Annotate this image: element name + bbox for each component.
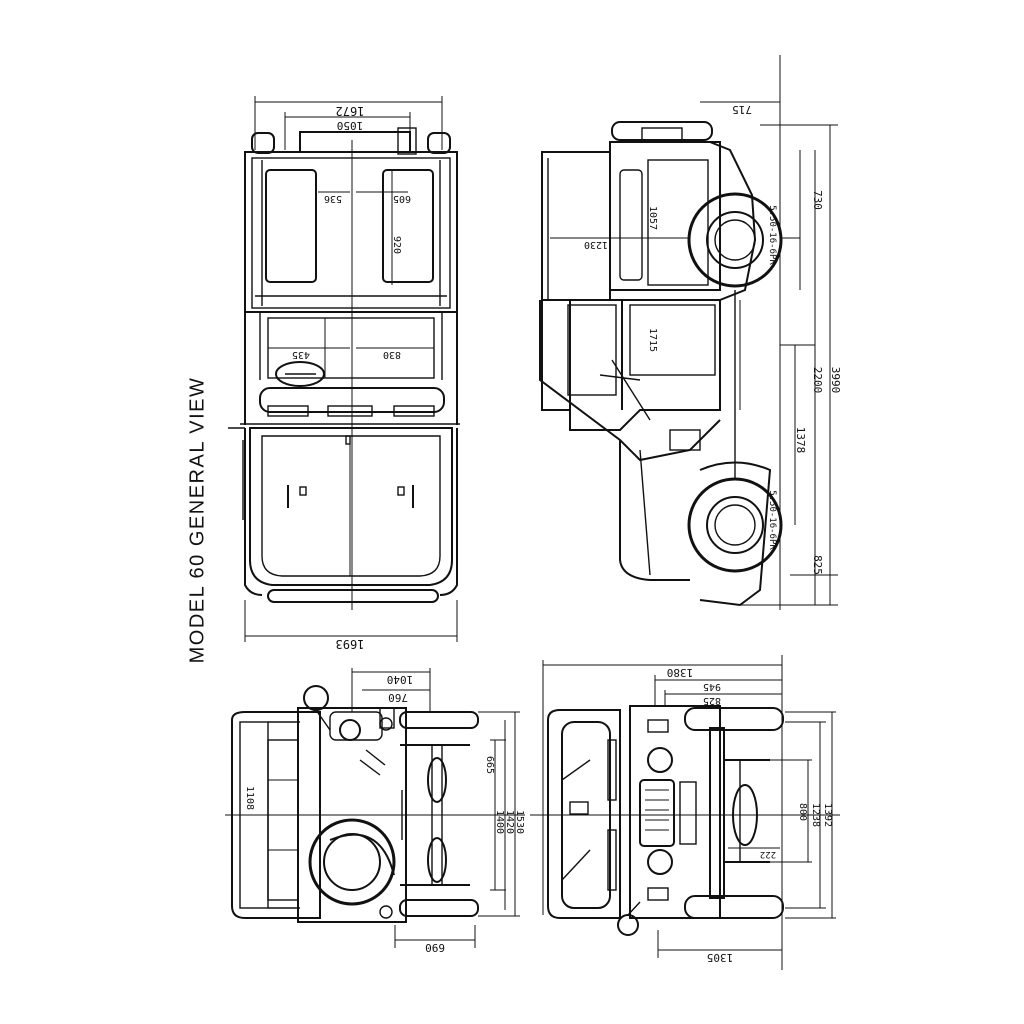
dim-front-1305: 1305 xyxy=(707,951,734,964)
dim-top-605: 605 xyxy=(393,193,411,204)
rear-view: 1040 760 1108 xyxy=(225,668,525,954)
dim-front-222: 222 xyxy=(760,849,776,859)
dim-top-1050: 1050 xyxy=(337,119,364,132)
dim-side-730: 730 xyxy=(811,190,824,210)
dim-side-1715: 1715 xyxy=(647,328,658,352)
dim-side-825: 825 xyxy=(811,555,824,575)
dim-top-920: 920 xyxy=(391,236,402,254)
dim-front-800: 800 xyxy=(797,803,808,821)
dim-front-945: 945 xyxy=(703,681,721,692)
dim-side-tire-rear: 5.50-16-6PR xyxy=(767,205,777,265)
dim-top-1672: 1672 xyxy=(336,104,365,118)
dim-side-1378: 1378 xyxy=(794,427,807,454)
front-view: 1380 945 825 xyxy=(530,655,840,970)
top-view: 1672 1050 536 605 920 435 xyxy=(228,96,460,651)
dim-rear-1530: 1530 xyxy=(514,810,525,834)
dim-rear-1420: 1420 xyxy=(504,810,515,834)
dim-side-1057: 1057 xyxy=(647,206,658,230)
side-view: 715 1230 1057 5.50-16-6PR 730 1715 xyxy=(539,55,842,610)
dim-rear-665: 665 xyxy=(484,756,495,774)
dim-side-tire-front: 5.50-16-6PR xyxy=(767,490,777,550)
dim-front-1380: 1380 xyxy=(667,666,694,679)
dim-top-830: 830 xyxy=(383,349,401,360)
dim-front-825: 825 xyxy=(703,695,721,706)
dim-rear-1040: 1040 xyxy=(387,673,414,686)
dim-rear-760: 760 xyxy=(388,691,408,704)
dim-side-1230: 1230 xyxy=(584,239,608,250)
dim-top-536: 536 xyxy=(324,193,342,204)
dim-side-2200: 2200 xyxy=(811,367,824,394)
dim-top-435: 435 xyxy=(292,349,310,360)
dim-rear-1108: 1108 xyxy=(244,786,255,810)
dim-side-3990: 3990 xyxy=(829,367,842,394)
dim-side-715: 715 xyxy=(732,103,752,116)
dim-rear-690: 690 xyxy=(425,941,445,954)
dim-top-1693: 1693 xyxy=(336,637,365,651)
dim-rear-1400: 1400 xyxy=(494,810,505,834)
